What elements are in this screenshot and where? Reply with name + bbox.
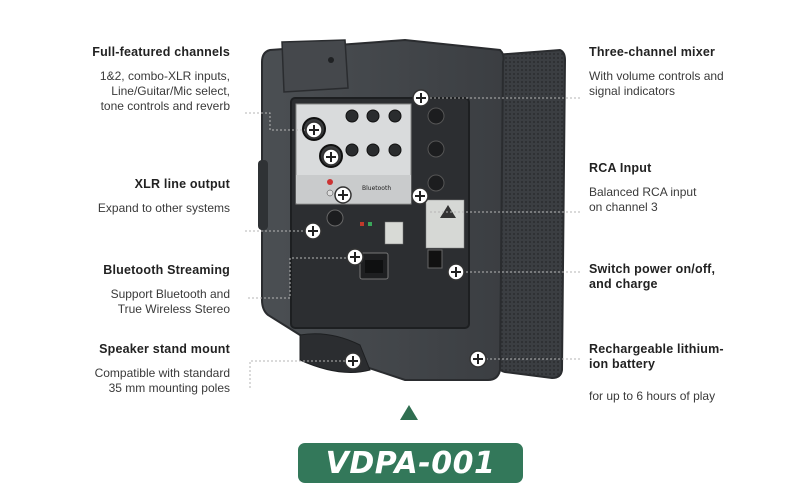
feature-desc: Balanced RCA input on channel 3 xyxy=(589,185,696,215)
feature-desc-line: 35 mm mounting poles xyxy=(108,381,230,395)
marker-plus-icon xyxy=(344,352,362,370)
feature-title: XLR line output xyxy=(134,177,230,191)
feature-desc-line: Support Bluetooth and xyxy=(110,287,230,301)
feature-markers xyxy=(304,89,487,370)
feature-title: RCA Input xyxy=(589,161,652,175)
marker-plus-icon xyxy=(322,148,340,166)
feature-title: Full-featured channels xyxy=(92,45,230,59)
top-handle xyxy=(281,39,349,93)
feature-desc: With volume controls and signal indicato… xyxy=(589,69,724,99)
feature-title-line2: and charge xyxy=(589,277,658,291)
model-badge: VDPA-001 xyxy=(298,443,523,483)
side-handle xyxy=(258,160,268,230)
feature-three-channel-mixer: Three-channel mixer With volume controls… xyxy=(589,45,724,99)
marker-plus-icon xyxy=(469,350,487,368)
feature-title: Switch power on/off, xyxy=(589,262,716,276)
marker-plus-icon xyxy=(447,263,465,281)
marker-plus-icon xyxy=(346,248,364,266)
model-name: VDPA-001 xyxy=(325,445,496,481)
bluetooth-panel-label: Bluetooth xyxy=(362,185,391,192)
feature-desc-line: tone controls and reverb xyxy=(100,99,230,113)
feature-desc-line: 1&2, combo-XLR inputs, xyxy=(99,69,230,83)
marker-plus-icon xyxy=(412,89,430,107)
up-arrow-icon xyxy=(400,405,418,420)
feature-desc-line: With volume controls and xyxy=(589,69,724,83)
handle-screw xyxy=(328,57,334,63)
feature-desc-line: Balanced RCA input xyxy=(589,185,697,199)
marker-plus-icon xyxy=(411,187,429,205)
feature-title: Bluetooth Streaming xyxy=(103,263,230,277)
feature-desc: 1&2, combo-XLR inputs, Line/Guitar/Mic s… xyxy=(92,69,230,114)
feature-speaker-stand-mount: Speaker stand mount Compatible with stan… xyxy=(95,342,230,396)
feature-rca-input: RCA Input Balanced RCA input on channel … xyxy=(589,161,696,215)
feature-desc-line: True Wireless Stereo xyxy=(117,302,230,316)
warning-label xyxy=(425,199,465,249)
feature-desc: Expand to other systems xyxy=(98,201,230,216)
feature-title-line2: ion battery xyxy=(589,357,656,371)
feature-desc-line: Line/Guitar/Mic select, xyxy=(111,84,230,98)
marker-plus-icon xyxy=(304,222,322,240)
feature-desc-line: for up to 6 hours of play xyxy=(589,389,716,403)
marker-plus-icon xyxy=(334,186,352,204)
feature-title: Three-channel mixer xyxy=(589,45,716,59)
feature-desc: Support Bluetooth and True Wireless Ster… xyxy=(103,287,230,317)
feature-full-featured-channels: Full-featured channels 1&2, combo-XLR in… xyxy=(92,45,230,114)
feature-title: Rechargeable lithium- xyxy=(589,342,724,356)
feature-xlr-line-output: XLR line output Expand to other systems xyxy=(98,177,230,216)
feature-rechargeable-battery: Rechargeable lithium- ion battery for up… xyxy=(589,342,724,404)
feature-desc-line: on channel 3 xyxy=(589,200,658,214)
leader-lines xyxy=(245,97,580,388)
feature-title: Speaker stand mount xyxy=(99,342,230,356)
feature-desc: Compatible with standard 35 mm mounting … xyxy=(95,366,230,396)
power-switch xyxy=(427,249,443,269)
feature-desc: for up to 6 hours of play xyxy=(589,389,724,404)
feature-switch-power: Switch power on/off, and charge xyxy=(589,262,715,292)
feature-desc-line: Compatible with standard xyxy=(94,366,230,380)
feature-desc-line: Expand to other systems xyxy=(97,201,230,215)
marker-plus-icon xyxy=(305,121,323,139)
feature-bluetooth-streaming: Bluetooth Streaming Support Bluetooth an… xyxy=(103,263,230,317)
feature-desc-line: signal indicators xyxy=(589,84,676,98)
side-grille xyxy=(493,48,567,380)
